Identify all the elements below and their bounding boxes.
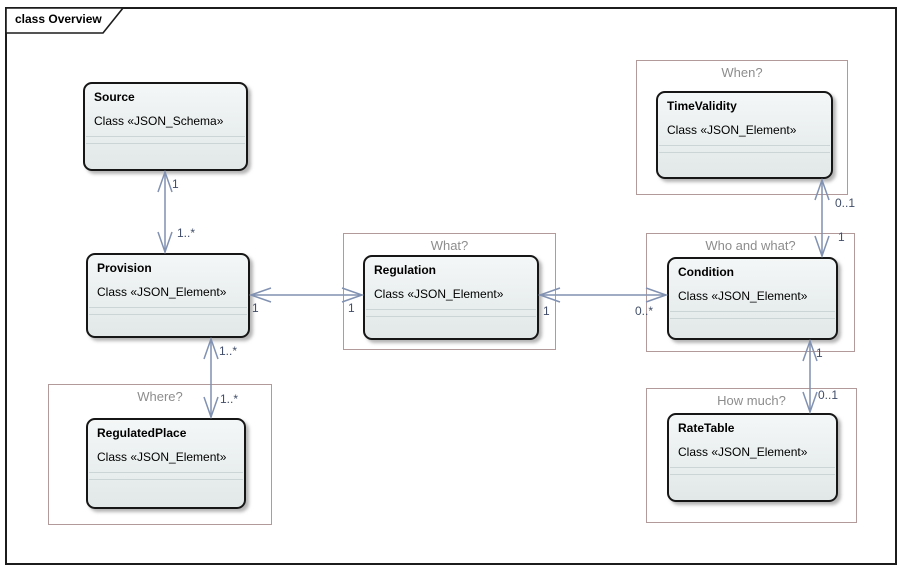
multiplicity-label: 1..* [177, 226, 196, 240]
compartment-divider [89, 479, 243, 480]
class-source-name: Source [94, 90, 135, 104]
class-provision[interactable]: Provision Class «JSON_Element» [86, 253, 250, 338]
compartment-divider [366, 309, 536, 310]
class-provision-stereotype: Class «JSON_Element» [97, 285, 227, 299]
multiplicity-label: 1..* [220, 392, 239, 406]
multiplicity-label: 1 [172, 177, 179, 191]
compartment-divider [89, 314, 247, 315]
compartment-divider [86, 136, 245, 137]
class-timevalidity-stereotype: Class «JSON_Element» [667, 123, 797, 137]
class-condition-name: Condition [678, 265, 734, 279]
class-ratetable[interactable]: RateTable Class «JSON_Element» [667, 413, 838, 502]
class-regulatedplace-stereotype: Class «JSON_Element» [97, 450, 227, 464]
class-timevalidity-name: TimeValidity [667, 99, 737, 113]
multiplicity-label: 1 [348, 301, 355, 315]
frame-title: class Overview [15, 12, 102, 26]
class-regulatedplace-name: RegulatedPlace [97, 426, 187, 440]
multiplicity-label: 1 [543, 304, 550, 318]
boundary-how-much-label: How much? [717, 393, 786, 408]
class-ratetable-name: RateTable [678, 421, 735, 435]
compartment-divider [86, 143, 245, 144]
class-regulatedplace[interactable]: RegulatedPlace Class «JSON_Element» [86, 418, 246, 509]
class-regulation-name: Regulation [374, 263, 436, 277]
boundary-when[interactable]: When? [636, 60, 848, 195]
class-provision-name: Provision [97, 261, 152, 275]
multiplicity-label: 0..* [635, 304, 654, 318]
class-condition[interactable]: Condition Class «JSON_Element» [667, 257, 838, 340]
multiplicity-label: 1 [252, 301, 259, 315]
class-ratetable-stereotype: Class «JSON_Element» [678, 445, 808, 459]
class-regulation[interactable]: Regulation Class «JSON_Element» [363, 255, 539, 340]
compartment-divider [89, 472, 243, 473]
class-regulation-stereotype: Class «JSON_Element» [374, 287, 504, 301]
boundary-who-and-what-label: Who and what? [705, 238, 796, 253]
boundary-where-label: Where? [137, 389, 183, 404]
class-condition-stereotype: Class «JSON_Element» [678, 289, 808, 303]
compartment-divider [659, 145, 830, 146]
compartment-divider [670, 474, 835, 475]
multiplicity-label: 0..1 [835, 196, 856, 210]
compartment-divider [659, 152, 830, 153]
boundary-how-much[interactable]: How much? [646, 388, 857, 523]
compartment-divider [670, 318, 835, 319]
multiplicity-label: 1 [838, 230, 845, 244]
boundary-where[interactable]: Where? [48, 384, 272, 525]
compartment-divider [670, 467, 835, 468]
compartment-divider [366, 316, 536, 317]
class-timevalidity[interactable]: TimeValidity Class «JSON_Element» [656, 91, 833, 179]
class-source-stereotype: Class «JSON_Schema» [94, 114, 224, 128]
frame-tab [5, 7, 125, 34]
multiplicity-label: 0..1 [818, 388, 839, 402]
multiplicity-label: 1..* [219, 344, 238, 358]
compartment-divider [89, 307, 247, 308]
boundary-what-label: What? [430, 238, 469, 253]
multiplicity-label: 1 [816, 346, 823, 360]
compartment-divider [670, 311, 835, 312]
class-source[interactable]: Source Class «JSON_Schema» [83, 82, 248, 171]
boundary-when-label: When? [721, 65, 763, 80]
